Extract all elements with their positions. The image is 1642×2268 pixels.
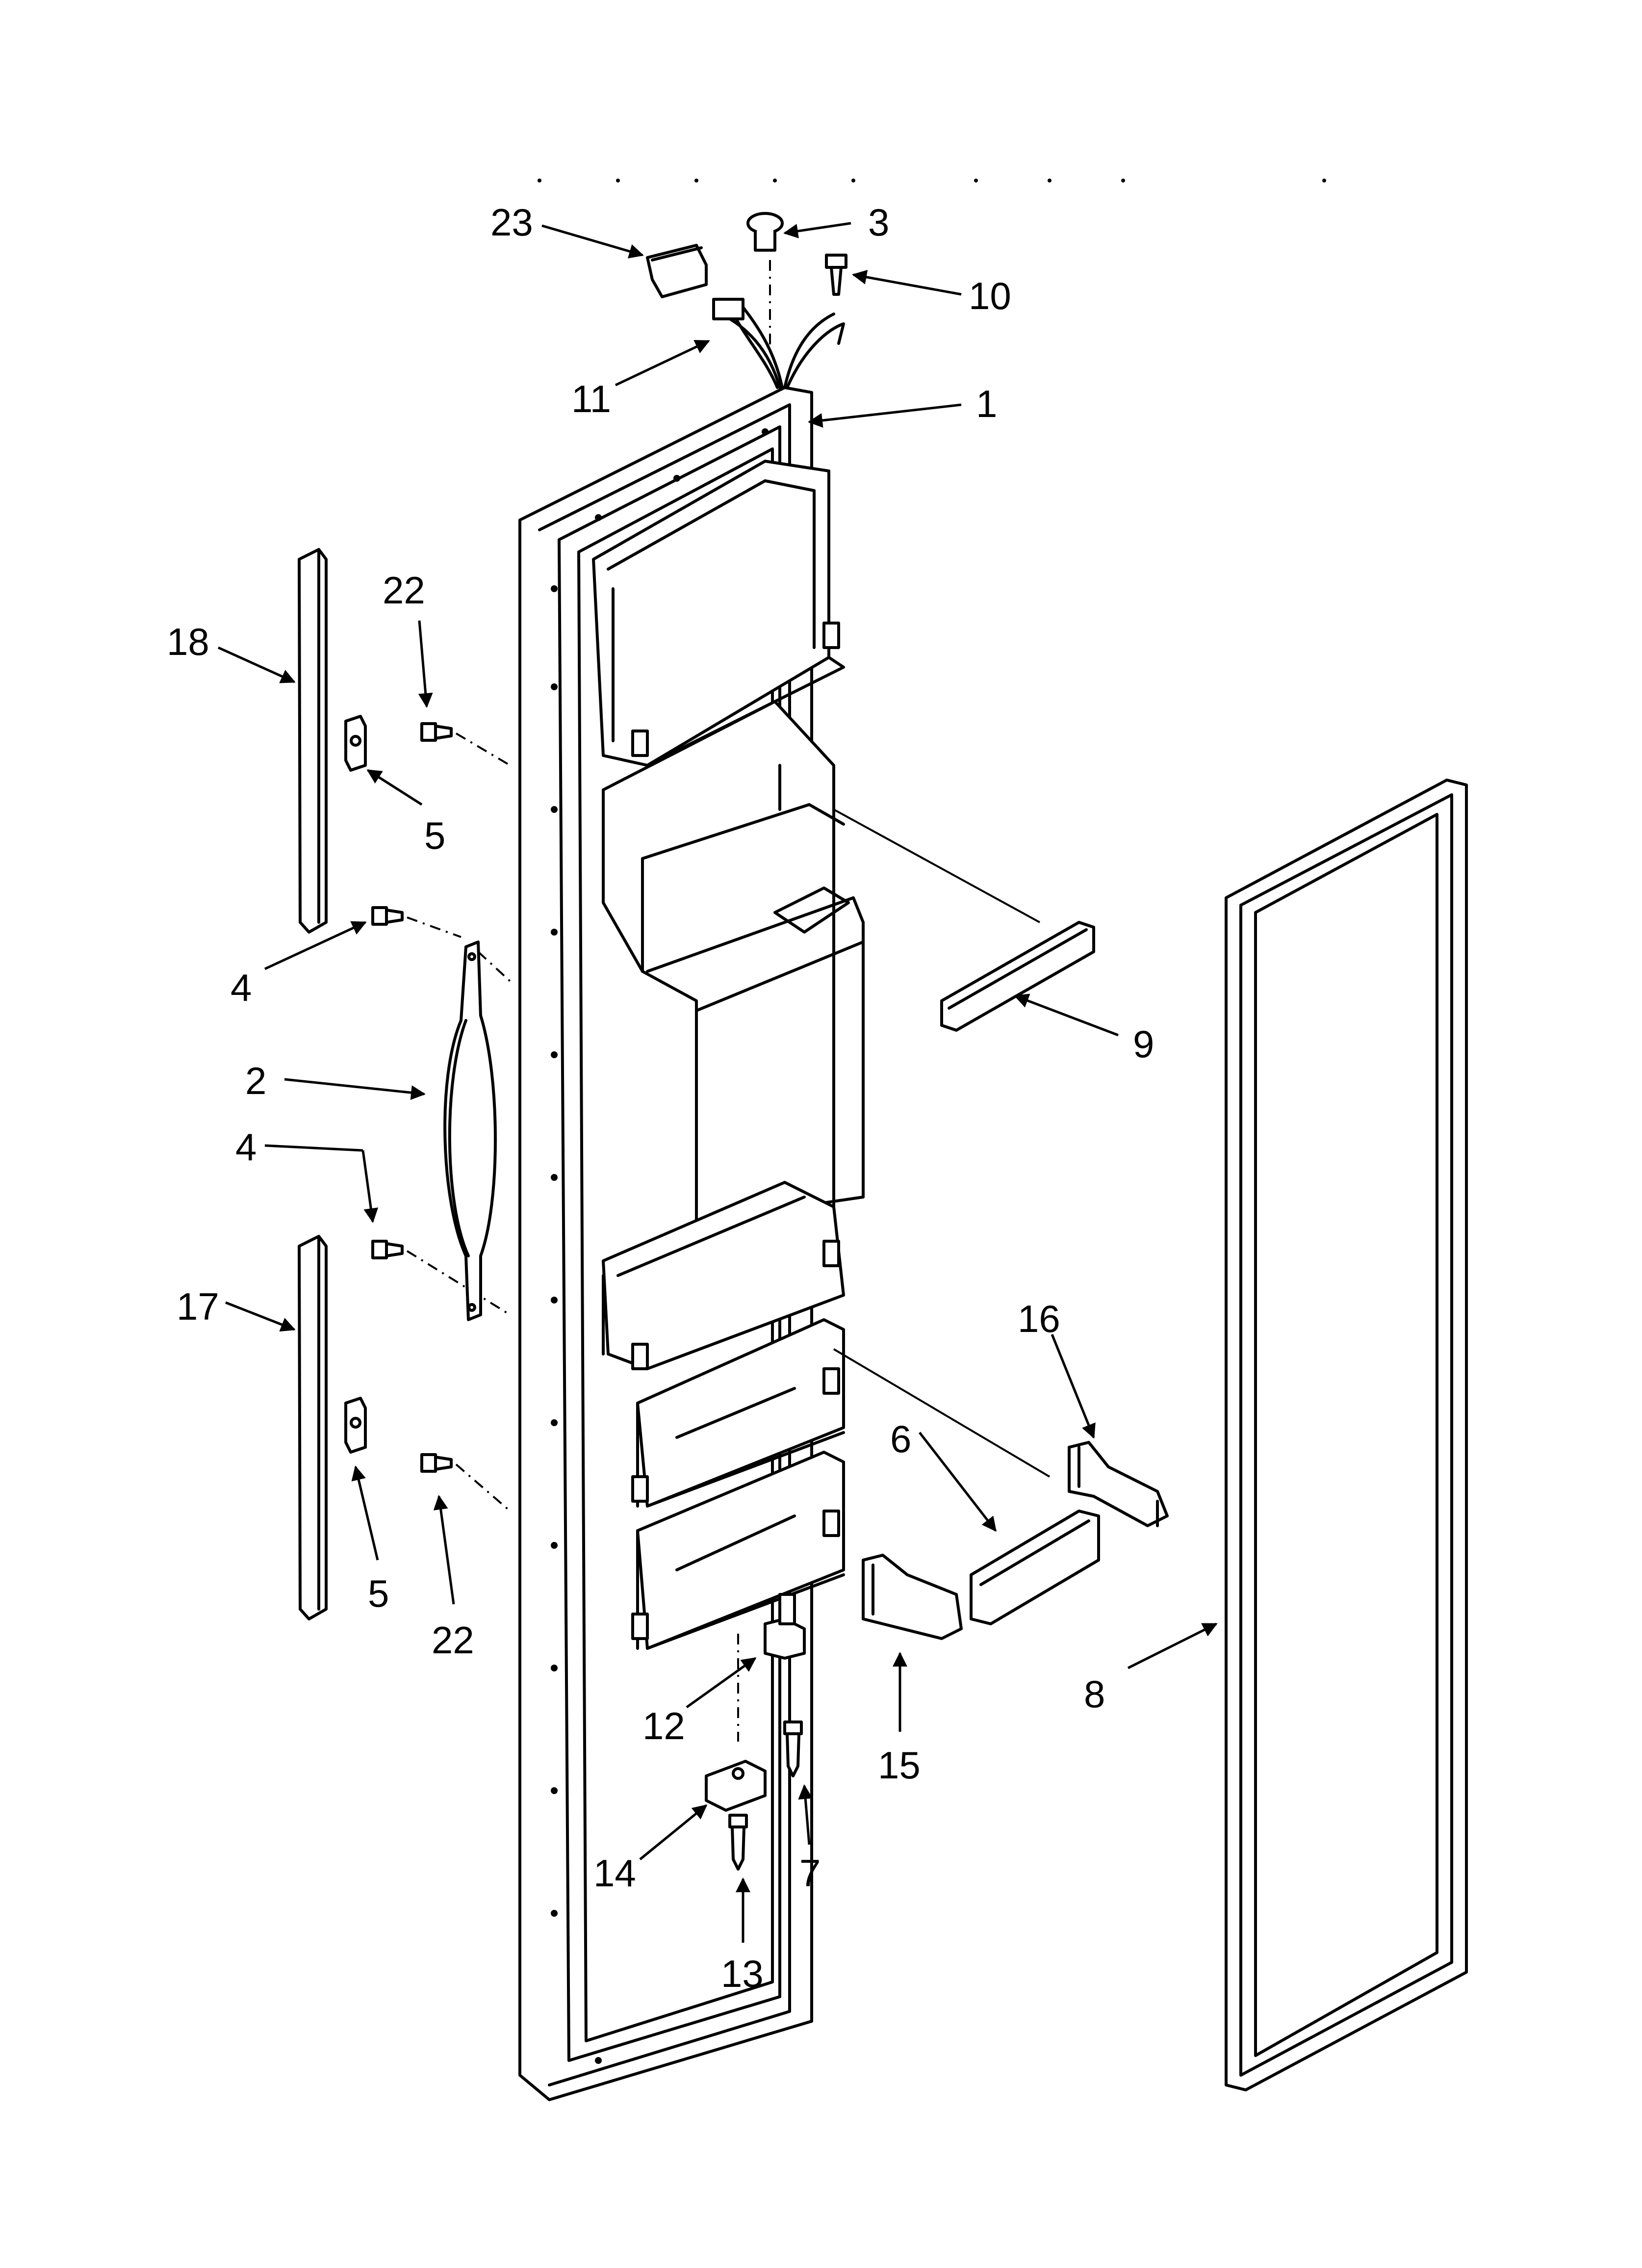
- screw-4-upper: [371, 906, 462, 938]
- trim-clip-lower: [344, 1397, 367, 1454]
- callout-4-upper: 4: [231, 966, 252, 1009]
- screw-22-upper: [420, 722, 511, 766]
- callout-22-lower: 22: [432, 1618, 474, 1662]
- callout-leaders: [217, 222, 1218, 1943]
- trim-upper: [298, 548, 328, 934]
- bin-end-cap-15: [862, 1554, 963, 1640]
- callout-12: 12: [642, 1704, 685, 1747]
- callout-2: 2: [245, 1059, 266, 1102]
- callout-6: 6: [890, 1417, 911, 1460]
- callout-16: 16: [1018, 1297, 1060, 1340]
- door-assembly: [518, 386, 865, 2101]
- light-socket: [746, 212, 784, 252]
- callout-5-lower: 5: [368, 1572, 389, 1615]
- callout-7: 7: [799, 1851, 821, 1895]
- door-gasket: [1225, 779, 1468, 2091]
- screw-7: [783, 1721, 803, 1777]
- hinge-bracket-14: [705, 1760, 767, 1812]
- callout-3: 3: [868, 201, 889, 244]
- callout-15: 15: [878, 1744, 921, 1787]
- callout-23: 23: [490, 201, 533, 244]
- callout-1: 1: [976, 382, 997, 425]
- screw-22-lower: [420, 1453, 511, 1512]
- wire-connector-plug: [646, 244, 708, 298]
- callout-11: 11: [571, 377, 611, 420]
- callout-13: 13: [721, 1952, 764, 1995]
- callout-8: 8: [1084, 1672, 1105, 1716]
- screw-4-lower: [371, 1240, 511, 1316]
- door-rail: [833, 808, 1095, 1032]
- screw-13: [728, 1814, 748, 1871]
- screw-10: [825, 254, 847, 296]
- door-rivets: [551, 428, 769, 2064]
- trim-clip-upper: [344, 715, 367, 772]
- bin-end-cap-16: [833, 1348, 1169, 1527]
- door-handle: [443, 940, 511, 1321]
- top-dots: [538, 179, 1326, 182]
- door-hinge-12: [737, 1593, 806, 1742]
- callout-5-upper: 5: [424, 814, 445, 857]
- trim-lower: [298, 1235, 328, 1620]
- bin-front-6: [970, 1510, 1100, 1625]
- callout-10: 10: [969, 274, 1011, 317]
- callout-labels: 23 3 10 11 1 22 18 5 4 9 2 4 17 16 6 5 2…: [167, 201, 1154, 1995]
- callout-18: 18: [167, 620, 209, 663]
- callout-22-upper: 22: [383, 569, 425, 612]
- callout-4-lower: 4: [235, 1125, 257, 1169]
- callout-9: 9: [1133, 1022, 1154, 1066]
- callout-14: 14: [593, 1851, 636, 1895]
- wiring-harness: [712, 260, 845, 389]
- callout-17: 17: [177, 1285, 219, 1328]
